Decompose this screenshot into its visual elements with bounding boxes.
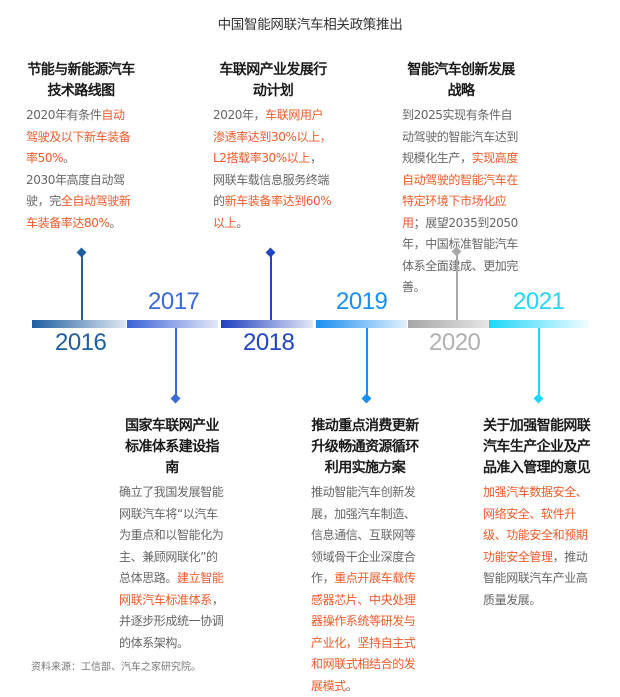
- policy-body: 推动智能汽车创新发展，加强汽车制造、信息通信、互联网等领域骨干企业深度合作，重点…: [311, 482, 419, 697]
- timeline-bar-2018: [221, 320, 313, 328]
- policy-heading: 车联网产业发展行动计划: [219, 62, 327, 99]
- highlighted-text: 车联网用户渗透率达到30%以上，L2搭载率30%以上: [213, 108, 332, 165]
- highlighted-text: 建立智能网联汽车标准体系: [119, 571, 224, 607]
- body-text: 2030年高度自动驾驶，完: [26, 172, 125, 209]
- body-text: 。: [109, 215, 122, 230]
- highlighted-text: 全自动驾驶新车装备率达80%: [26, 194, 131, 230]
- highlighted-text: 重点开展车载传感器芯片、中央处理器操作系统等研发与产业化，坚持自主式和网联式相结…: [311, 571, 416, 693]
- connector-2017: [175, 328, 177, 398]
- body-text: ，网联车载信息服务终端的: [213, 151, 330, 208]
- connector-2019: [366, 328, 368, 398]
- year-label-2018: 2018: [243, 329, 295, 356]
- connector-2020: [456, 252, 458, 320]
- policy-heading: 节能与新能源汽车技术路线图: [27, 62, 135, 99]
- marker-2019: [361, 393, 372, 404]
- timeline-bar-2021: [489, 320, 589, 328]
- policy-body: 2020年有条件自动驾驶及以下新车装备率50%。2030年高度自动驾驶，完全自动…: [26, 105, 136, 234]
- policy-body: 加强汽车数据安全、网络安全、软件升级、功能安全和预期功能安全管理，推动智能网联汽…: [483, 482, 595, 611]
- marker-2018: [265, 247, 276, 258]
- body-text: 。: [236, 215, 248, 230]
- year-label-2020: 2020: [429, 329, 481, 356]
- policy-body: 2020年，车联网用户渗透率达到30%以上，L2搭载率30%以上，网联车载信息服…: [213, 105, 333, 234]
- marker-2016: [76, 247, 87, 258]
- body-text: 2020年，: [213, 108, 266, 122]
- policy-block-2019: 推动重点消费更新升级畅通资源循环利用实施方案 推动智能汽车创新发展，加强汽车制造…: [311, 416, 419, 697]
- source-note: 资料来源：工信部、汽车之家研究院。: [31, 662, 201, 673]
- year-label-2019: 2019: [336, 288, 388, 315]
- connector-2021: [538, 328, 540, 398]
- policy-heading: 国家车联网产业标准体系建设指南: [125, 418, 219, 476]
- policy-heading: 关于加强智能网联汽车生产企业及产品准入管理的意见: [483, 418, 591, 476]
- body-text: 确立了我国发展智能网联汽车将“以汽车为重点和以智能化为主、兼顾网联化”的总体思路…: [119, 485, 224, 585]
- body-text: ；展望2035到2050年，中国标准智能汽车体系全面建成、更加完善。: [402, 215, 519, 295]
- policy-block-2020: 智能汽车创新发展战略 到2025实现有条件自动驾驶的智能汽车达到规模化生产，实现…: [402, 60, 520, 299]
- policy-heading: 推动重点消费更新升级畅通资源循环利用实施方案: [311, 418, 419, 476]
- policy-heading: 智能汽车创新发展战略: [407, 62, 515, 99]
- year-label-2021: 2021: [513, 288, 565, 315]
- body-text: 推动智能汽车创新发展，加强汽车制造、信息通信、互联网等领域骨干企业深度合作，: [311, 485, 416, 585]
- marker-2021: [533, 393, 544, 404]
- year-label-2016: 2016: [55, 329, 107, 356]
- marker-2017: [170, 393, 181, 404]
- highlighted-text: 自动驾驶及以下新车装备率50%: [26, 108, 131, 165]
- body-text: 。: [63, 151, 75, 165]
- highlighted-text: 加强汽车数据安全、网络安全、软件升级、功能安全和预期功能安全管理: [483, 485, 588, 564]
- policy-block-2018: 车联网产业发展行动计划 2020年，车联网用户渗透率达到30%以上，L2搭载率3…: [213, 60, 333, 234]
- year-label-2017: 2017: [148, 288, 200, 315]
- policy-block-2016: 节能与新能源汽车技术路线图 2020年有条件自动驾驶及以下新车装备率50%。20…: [26, 60, 136, 234]
- highlighted-text: 实现高度自动驾驶的智能汽车在特定环境下市场化应用: [402, 151, 519, 230]
- connector-2018: [270, 254, 272, 320]
- timeline-bar-2019: [316, 320, 407, 328]
- highlighted-text: 新车装备率达到60%以上: [213, 194, 332, 230]
- timeline-bar-2017: [127, 320, 218, 328]
- timeline-bar-2016: [32, 320, 126, 328]
- body-text: 。: [345, 678, 358, 693]
- connector-2016: [81, 254, 83, 320]
- diagram-title: 中国智能网联汽车相关政策推出: [217, 17, 403, 33]
- body-text: 2020年有条件: [26, 108, 102, 122]
- policy-body: 确立了我国发展智能网联汽车将“以汽车为重点和以智能化为主、兼顾网联化”的总体思路…: [119, 482, 225, 654]
- policy-body: 到2025实现有条件自动驾驶的智能汽车达到规模化生产，实现高度自动驾驶的智能汽车…: [402, 105, 520, 299]
- timeline-bar-2020: [408, 320, 489, 328]
- body-text: ，并逐步形成统一协调的体系架构。: [119, 592, 224, 650]
- body-text: 到2025实现有条件自动驾驶的智能汽车达到规模化生产，: [402, 108, 519, 165]
- policy-block-2017: 国家车联网产业标准体系建设指南 确立了我国发展智能网联汽车将“以汽车为重点和以智…: [119, 416, 225, 654]
- body-text: ，推动智能网联汽车产业高质量发展。: [483, 549, 588, 607]
- policy-block-2021: 关于加强智能网联汽车生产企业及产品准入管理的意见 加强汽车数据安全、网络安全、软…: [483, 416, 595, 611]
